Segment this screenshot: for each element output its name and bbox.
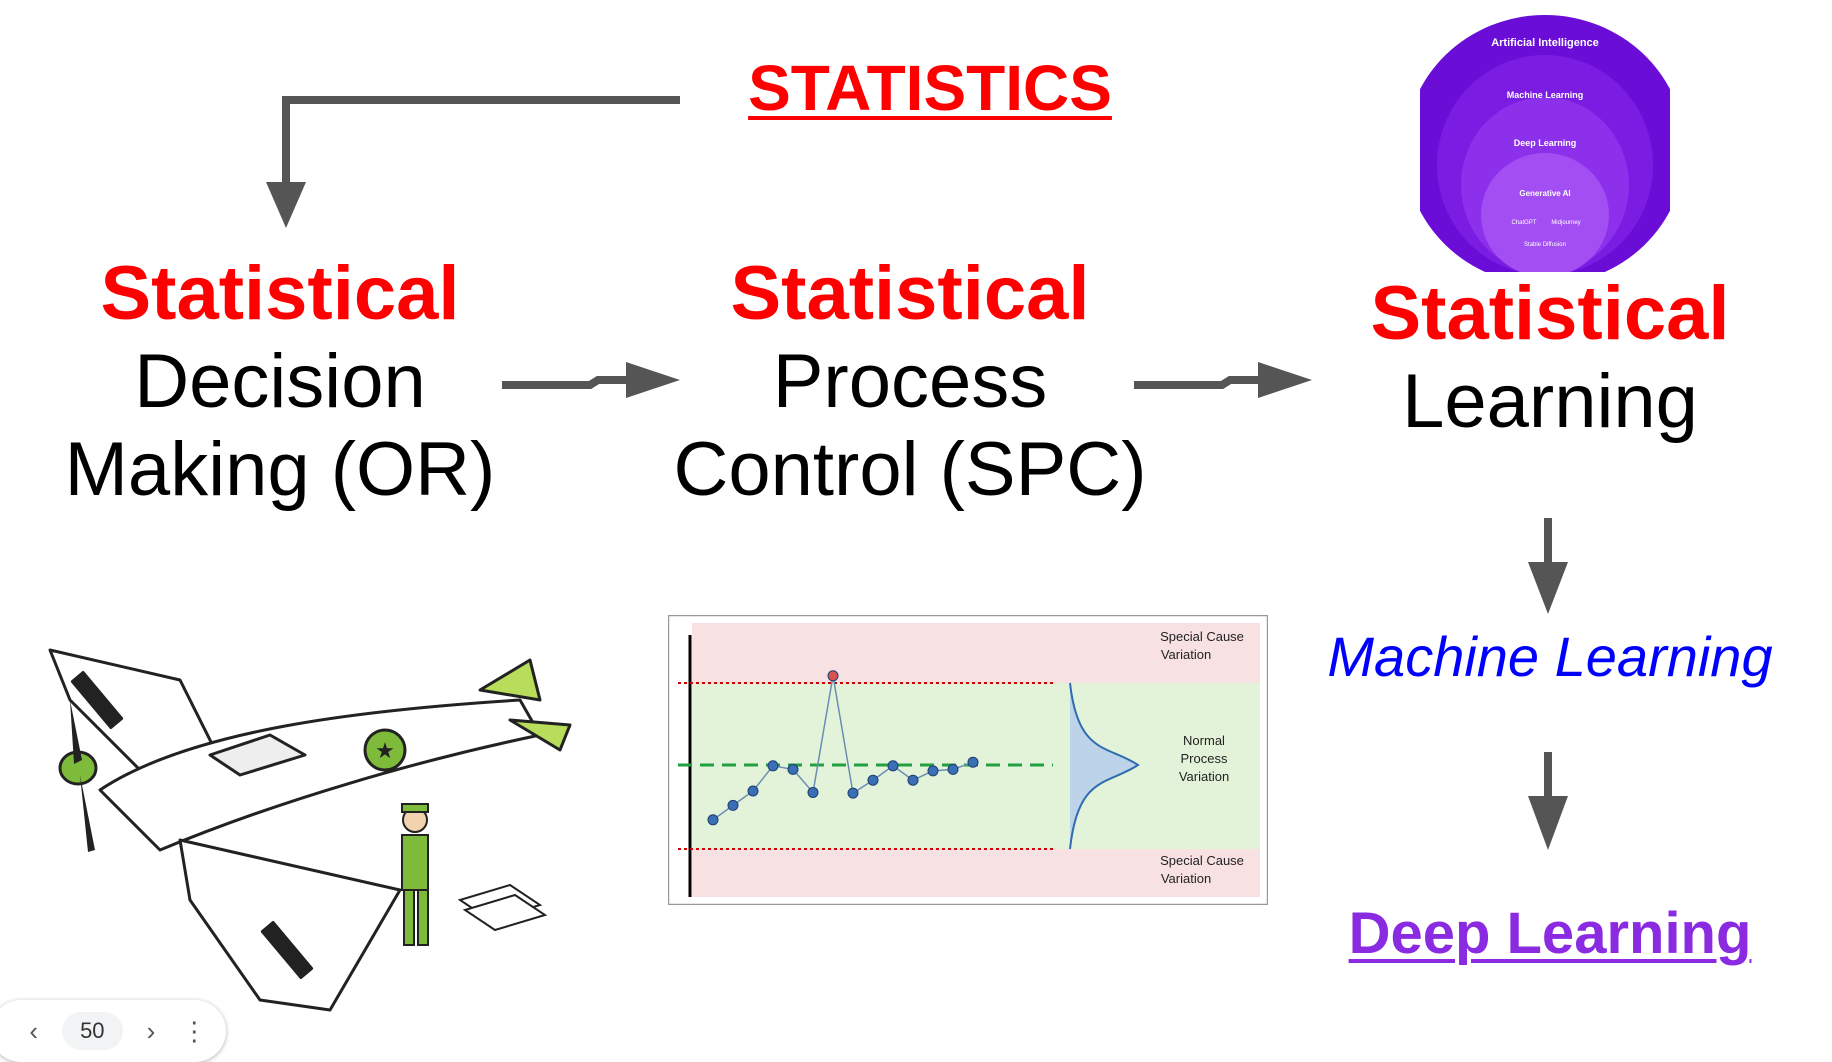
- deep-learning-link[interactable]: Deep Learning: [1348, 901, 1752, 966]
- airplane-mechanic-illustration: ★: [48, 648, 572, 1012]
- inner-item: Stable Diffusion: [1524, 242, 1566, 248]
- process-point: [707, 814, 719, 826]
- step-label: Statistical: [100, 251, 460, 336]
- special-cause-bottom-line-1: Special Cause: [1160, 853, 1244, 868]
- decision-to-spc-arrow: [502, 362, 680, 398]
- special-cause-bottom-line-2: Variation: [1161, 871, 1211, 886]
- step-label: Statistical: [1370, 271, 1730, 356]
- learning-to-ml-arrow: [1528, 518, 1568, 614]
- process-point: [787, 763, 799, 775]
- process-point: [727, 799, 739, 811]
- step-line-2: Control (SPC): [673, 427, 1147, 512]
- dl-layer-label: Deep Learning: [1514, 138, 1577, 148]
- previous-slide-button[interactable]: ‹: [29, 1015, 39, 1046]
- normal-label-line-3: Variation: [1179, 769, 1229, 784]
- fuselage: [98, 698, 542, 852]
- more-options-icon[interactable]: ⋮: [181, 1015, 208, 1046]
- svg-text:★: ★: [375, 738, 395, 763]
- step-line-2: Making (OR): [64, 427, 496, 512]
- ai-layer-label: Artificial Intelligence: [1491, 37, 1599, 49]
- statistics-title: STATISTICS: [748, 52, 1112, 124]
- step-decision-making: Statistical Decision Making (OR): [30, 250, 530, 514]
- special-cause-top-line-1: Special Cause: [1160, 629, 1244, 644]
- process-point: [847, 787, 859, 799]
- special-cause-top-line-2: Variation: [1161, 647, 1211, 662]
- process-point: [887, 760, 899, 772]
- process-point: [747, 785, 759, 797]
- mechanic-figure: [401, 803, 429, 946]
- special-cause-zone-bottom: [692, 849, 1260, 897]
- step-process-control: Statistical Process Control (SPC): [640, 250, 1180, 514]
- step-line-1: Learning: [1402, 359, 1698, 444]
- normal-distribution-curve: [1069, 682, 1140, 850]
- genai-circle: [1481, 153, 1609, 272]
- step-line-1: Decision: [134, 339, 426, 424]
- process-point: [767, 760, 779, 772]
- spc-to-learning-arrow: [1134, 362, 1312, 398]
- process-point: [967, 756, 979, 768]
- spc-control-chart: Special Cause Variation Normal Process V…: [668, 615, 1268, 905]
- ai-nested-circles-image: Artificial Intelligence Machine Learning…: [1420, 15, 1670, 272]
- step-label: Statistical: [730, 251, 1090, 336]
- process-point: [947, 763, 959, 775]
- step-line-1: Process: [772, 339, 1048, 424]
- inner-item: Midjourney: [1551, 220, 1580, 226]
- step-learning: Statistical Learning: [1290, 270, 1810, 446]
- page-number: 50: [62, 1012, 123, 1050]
- ml-to-dl-arrow: [1528, 752, 1568, 850]
- next-slide-button[interactable]: ›: [146, 1015, 156, 1046]
- process-points: [707, 670, 979, 826]
- slide-navigation: ‹ 50 › ⋮: [0, 1000, 226, 1062]
- out-of-control-point: [827, 670, 839, 682]
- inner-item: ChatGPT: [1511, 220, 1536, 226]
- process-point: [927, 765, 939, 777]
- normal-label-line-2: Process: [1181, 751, 1228, 766]
- ml-layer-label: Machine Learning: [1507, 90, 1584, 100]
- process-point: [807, 786, 819, 798]
- statistics-to-decision-arrow: [282, 96, 680, 190]
- process-point: [867, 774, 879, 786]
- process-point: [907, 774, 919, 786]
- special-cause-zone-top: [692, 623, 1260, 683]
- star-roundel: [363, 728, 407, 772]
- statistics-arrowhead: [266, 182, 306, 228]
- machine-learning-text: Machine Learning: [1327, 625, 1773, 688]
- lower-wing: [178, 838, 402, 1012]
- genai-layer-label: Generative AI: [1519, 189, 1570, 198]
- normal-label-line-1: Normal: [1183, 733, 1225, 748]
